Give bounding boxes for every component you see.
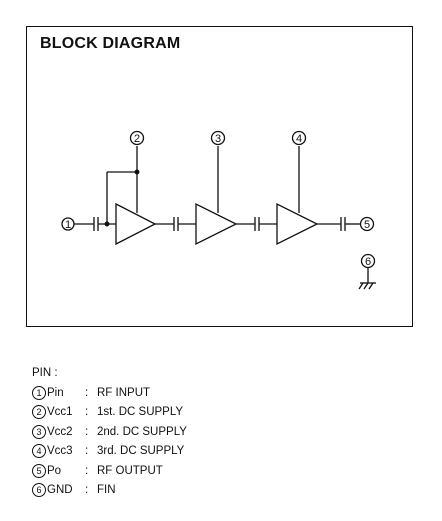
- pin-4-terminal: [291, 130, 307, 146]
- pin-description: 2nd. DC SUPPLY: [97, 425, 187, 438]
- pin-5-label: 5: [364, 219, 370, 231]
- input-junction: [104, 221, 110, 227]
- pin-name: GND: [47, 484, 73, 496]
- pin-separator: :: [85, 425, 89, 438]
- ground-hatch-2: [363, 282, 369, 290]
- pin-6-label: 6: [365, 256, 371, 268]
- pin-number-badge: 6: [32, 483, 46, 497]
- pin-2-terminal: [129, 130, 145, 146]
- amplifier-3: [276, 202, 319, 246]
- pin-separator: :: [85, 484, 89, 496]
- ground-hatch-1: [358, 282, 364, 290]
- pin-separator: :: [85, 464, 89, 477]
- pin-2-junction: [134, 169, 140, 175]
- pin-number-badge: 1: [32, 385, 46, 400]
- pin-number-badge: 4: [32, 444, 46, 458]
- pin-number-badge: 2: [32, 405, 46, 419]
- pin-legend-heading: PIN :: [32, 367, 58, 379]
- pin-separator: :: [85, 445, 89, 457]
- pin-3-terminal: [210, 130, 226, 146]
- pin-name: Vcc2: [47, 425, 73, 438]
- pin-separator: :: [85, 386, 89, 399]
- pin-description: FIN: [97, 484, 116, 496]
- pin-description: RF INPUT: [97, 386, 151, 399]
- pin-name: Vcc3: [47, 445, 73, 457]
- amplifier-2: [195, 202, 238, 246]
- pin-number-badge: 5: [32, 463, 46, 478]
- pin-1-label: 1: [65, 219, 71, 231]
- pin-4-label: 4: [296, 133, 302, 145]
- pin-3-label: 3: [215, 133, 221, 145]
- pin-5-terminal: [359, 216, 375, 232]
- ground-hatch-3: [368, 282, 374, 290]
- pin-name: Vcc1: [47, 406, 73, 418]
- pin-number-badge: 3: [32, 424, 46, 439]
- pin-description: 3rd. DC SUPPLY: [97, 445, 185, 457]
- pin-description: 1st. DC SUPPLY: [97, 406, 184, 418]
- pin-name: Pin: [47, 386, 64, 399]
- block-diagram-frame: BLOCK DIAGRAM: [26, 26, 413, 327]
- pin-6-terminal: [360, 253, 376, 269]
- pin-2-label: 2: [134, 133, 140, 145]
- pin-name: Po: [47, 464, 62, 477]
- diagram-title: BLOCK DIAGRAM: [40, 35, 181, 52]
- pin-description: RF OUTPUT: [97, 464, 163, 477]
- amplifier-1: [115, 202, 157, 246]
- block-diagram: 1 2 3 4 5 6: [61, 130, 376, 290]
- pin-separator: :: [85, 406, 89, 418]
